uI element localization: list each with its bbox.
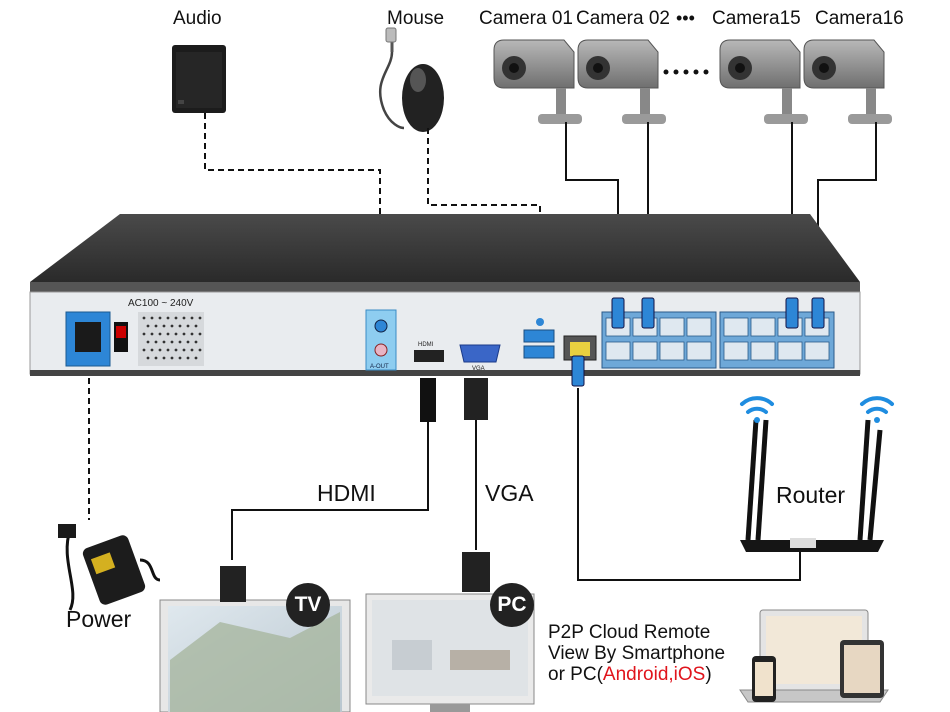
hdmi-port-label: HDMI bbox=[418, 342, 434, 348]
camera-02-label: Camera 02 bbox=[576, 8, 670, 29]
router-icon bbox=[740, 419, 884, 552]
fan-grille bbox=[138, 312, 204, 366]
voltage-label: AC100 ~ 240V bbox=[128, 298, 194, 309]
p2p-line-3: or PC(Android,iOS) bbox=[548, 664, 725, 685]
power-label: Power bbox=[66, 606, 132, 632]
hdmi-connector bbox=[420, 378, 436, 422]
monitor-icon bbox=[365, 552, 535, 712]
usb-ports bbox=[523, 318, 555, 359]
ethernet-plugs bbox=[571, 297, 825, 387]
router-label: Router bbox=[776, 482, 846, 508]
power-adapter-icon bbox=[58, 524, 161, 611]
phone-icon bbox=[752, 656, 776, 702]
speaker-icon bbox=[172, 45, 226, 113]
vga-port bbox=[459, 344, 501, 363]
vga-label: VGA bbox=[485, 480, 534, 506]
pc-badge: PC bbox=[490, 583, 534, 627]
vga-port-label: VGA bbox=[472, 366, 485, 372]
hdmi-label: HDMI bbox=[317, 480, 376, 506]
p2p-line-3-prefix: or PC( bbox=[548, 664, 603, 685]
audio-label: Audio bbox=[173, 8, 222, 29]
hdmi-port bbox=[414, 350, 444, 362]
tablet-icon bbox=[840, 640, 884, 698]
tv-badge: TV bbox=[286, 583, 330, 627]
fan-holes bbox=[142, 316, 202, 360]
tv-icon bbox=[159, 566, 351, 712]
audio-out-port bbox=[365, 309, 397, 371]
lan-port bbox=[563, 335, 597, 361]
p2p-description: P2P Cloud Remote View By Smartphone or P… bbox=[548, 622, 725, 685]
poe-ports bbox=[605, 317, 830, 361]
wifi-icon bbox=[740, 396, 894, 423]
power-socket bbox=[65, 311, 128, 367]
mouse-icon bbox=[378, 27, 444, 132]
camera-16-label: Camera16 bbox=[815, 8, 904, 29]
p2p-line-2: View By Smartphone bbox=[548, 643, 726, 664]
mouse-label: Mouse bbox=[387, 8, 445, 29]
p2p-line-1: P2P Cloud Remote bbox=[548, 622, 711, 643]
camera-15-label: Camera15 bbox=[712, 8, 801, 29]
audio-out-label: A-OUT bbox=[370, 364, 389, 370]
camera-icon bbox=[493, 39, 892, 124]
p2p-line-3-suffix: ) bbox=[705, 664, 712, 685]
p2p-platforms: Android,iOS bbox=[602, 664, 706, 685]
ellipsis-dots: ••• bbox=[676, 8, 695, 28]
camera-01-label: Camera 01 bbox=[479, 8, 573, 29]
vga-connector bbox=[464, 378, 488, 420]
